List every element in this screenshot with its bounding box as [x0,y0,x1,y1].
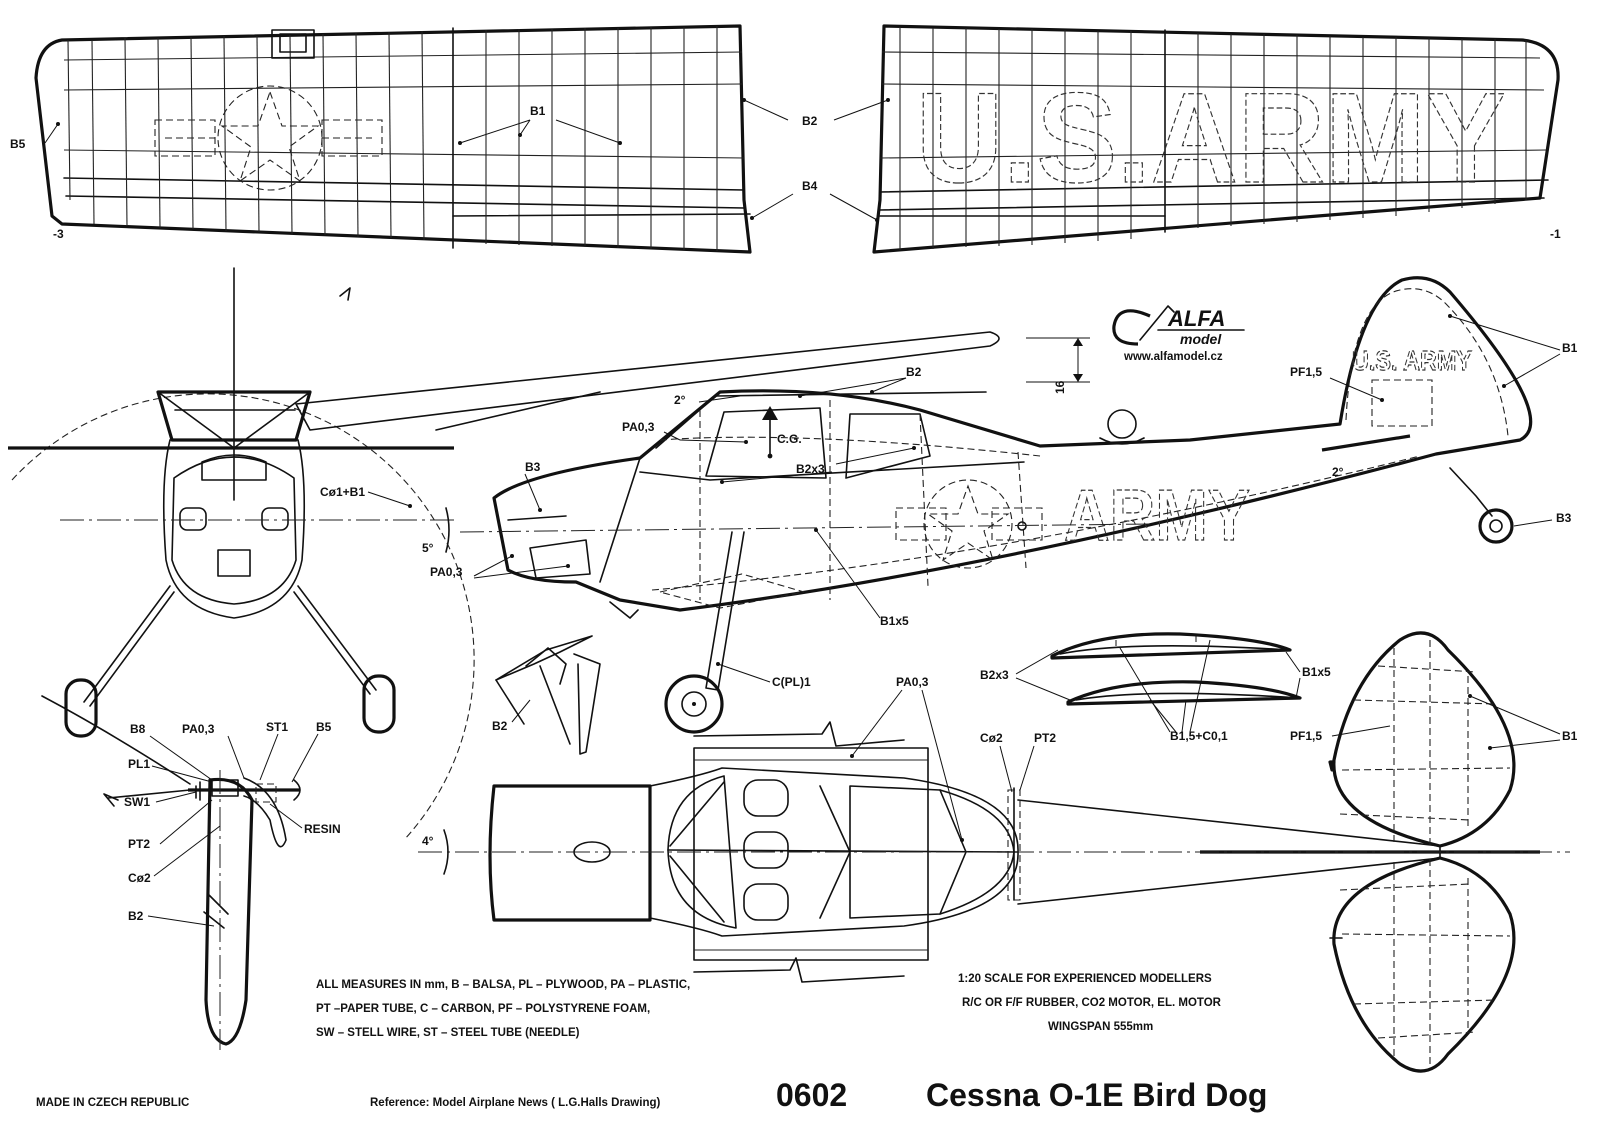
label-b3-nose: B3 [525,460,541,474]
label-deg2-tail: 2° [1332,465,1344,479]
label-b8: B8 [130,722,146,736]
label-minus3: -3 [53,227,64,241]
label-b2-wing: B2 [802,114,818,128]
wing-rib-sections [1050,632,1302,706]
alfa-logo: ALFA model www.alfamodel.cz [1112,305,1245,363]
strut-detail [495,635,601,755]
label-minus1: -1 [1550,227,1561,241]
label-pa03-nose: PA0,3 [430,565,463,579]
logo-sub: model [1180,331,1222,347]
scale-line-1: 1:20 SCALE FOR EXPERIENCED MODELLERS [958,973,1212,985]
label-deg5: 5° [422,541,434,555]
label-b1-stab: B1 [1562,729,1578,743]
wing-usarmy-marking: U.S.ARMY [916,67,1506,210]
label-st1: ST1 [266,720,288,734]
legend-line-3: SW – STELL WIRE, ST – STEEL TUBE (NEEDLE… [316,1027,580,1039]
label-b2x3-side: B2x3 [796,462,825,476]
label-b2-prop: B2 [128,909,144,923]
made-in-label: MADE IN CZECH REPUBLIC [36,1097,189,1109]
label-b2-top: B2 [906,365,922,379]
label-pt2-prop: PT2 [128,837,150,851]
label-co2-prop: Cø2 [128,871,151,885]
label-pt2-plan: PT2 [1034,731,1056,745]
reference-label: Reference: Model Airplane News ( L.G.Hal… [370,1097,661,1109]
fuselage-army-marking: ARMY [1064,476,1250,556]
label-pf15-stab: PF1,5 [1290,729,1322,743]
label-b5-prop: B5 [316,720,332,734]
wing-leaders [44,98,890,222]
legend-line-1: ALL MEASURES IN mm, B – BALSA, PL – PLYW… [316,979,690,991]
logo-brand: ALFA [1167,306,1225,331]
label-b2-strut: B2 [492,719,508,733]
label-b5-wing: B5 [10,137,26,151]
label-resin: RESIN [304,822,341,836]
label-b1x5-rib: B1x5 [1302,665,1331,679]
label-b3-tail: B3 [1556,511,1572,525]
label-pf15-fin: PF1,5 [1290,365,1322,379]
plan-title: Cessna O-1E Bird Dog [926,1077,1267,1113]
label-b1-wing: B1 [530,104,546,118]
label-cg: C.G. [777,432,802,446]
scale-line-2: R/C OR F/F RUBBER, CO2 MOTOR, EL. MOTOR [962,997,1222,1009]
label-b15c01: B1,5+C0,1 [1170,729,1228,743]
plan-view [418,631,1570,1073]
label-b2x3-rib: B2x3 [980,668,1009,682]
side-view: U.S. ARMY ARMY [295,276,1533,734]
label-pa03-top: PA0,3 [622,420,655,434]
label-co1b1: Cø1+B1 [320,485,365,499]
plan-number: 0602 [776,1077,847,1113]
label-pl1: PL1 [128,757,150,771]
label-sw1: SW1 [124,795,150,809]
label-b1-fin: B1 [1562,341,1578,355]
left-wing-panel [34,24,752,254]
front-view [8,267,475,841]
label-pa03-prop: PA0,3 [182,722,215,736]
scale-line-3: WINGSPAN 555mm [1048,1021,1153,1033]
label-cpl1: C(PL)1 [772,675,811,689]
propeller-detail [41,695,301,1050]
label-deg2-top: 2° [674,393,686,407]
legend-line-2: PT –PAPER TUBE, C – CARBON, PF – POLYSTY… [316,1003,650,1015]
label-dim16: 16 [1053,380,1067,394]
label-b1x5-side: B1x5 [880,614,909,628]
label-b4-wing: B4 [802,179,818,193]
label-pa03-plan: PA0,3 [896,675,929,689]
logo-url: www.alfamodel.cz [1123,351,1223,363]
right-wing-panel: U.S.ARMY [872,24,1560,254]
label-co2-plan: Cø2 [980,731,1003,745]
label-deg4: 4° [422,834,434,848]
fin-usarmy-marking: U.S. ARMY [1352,345,1472,376]
